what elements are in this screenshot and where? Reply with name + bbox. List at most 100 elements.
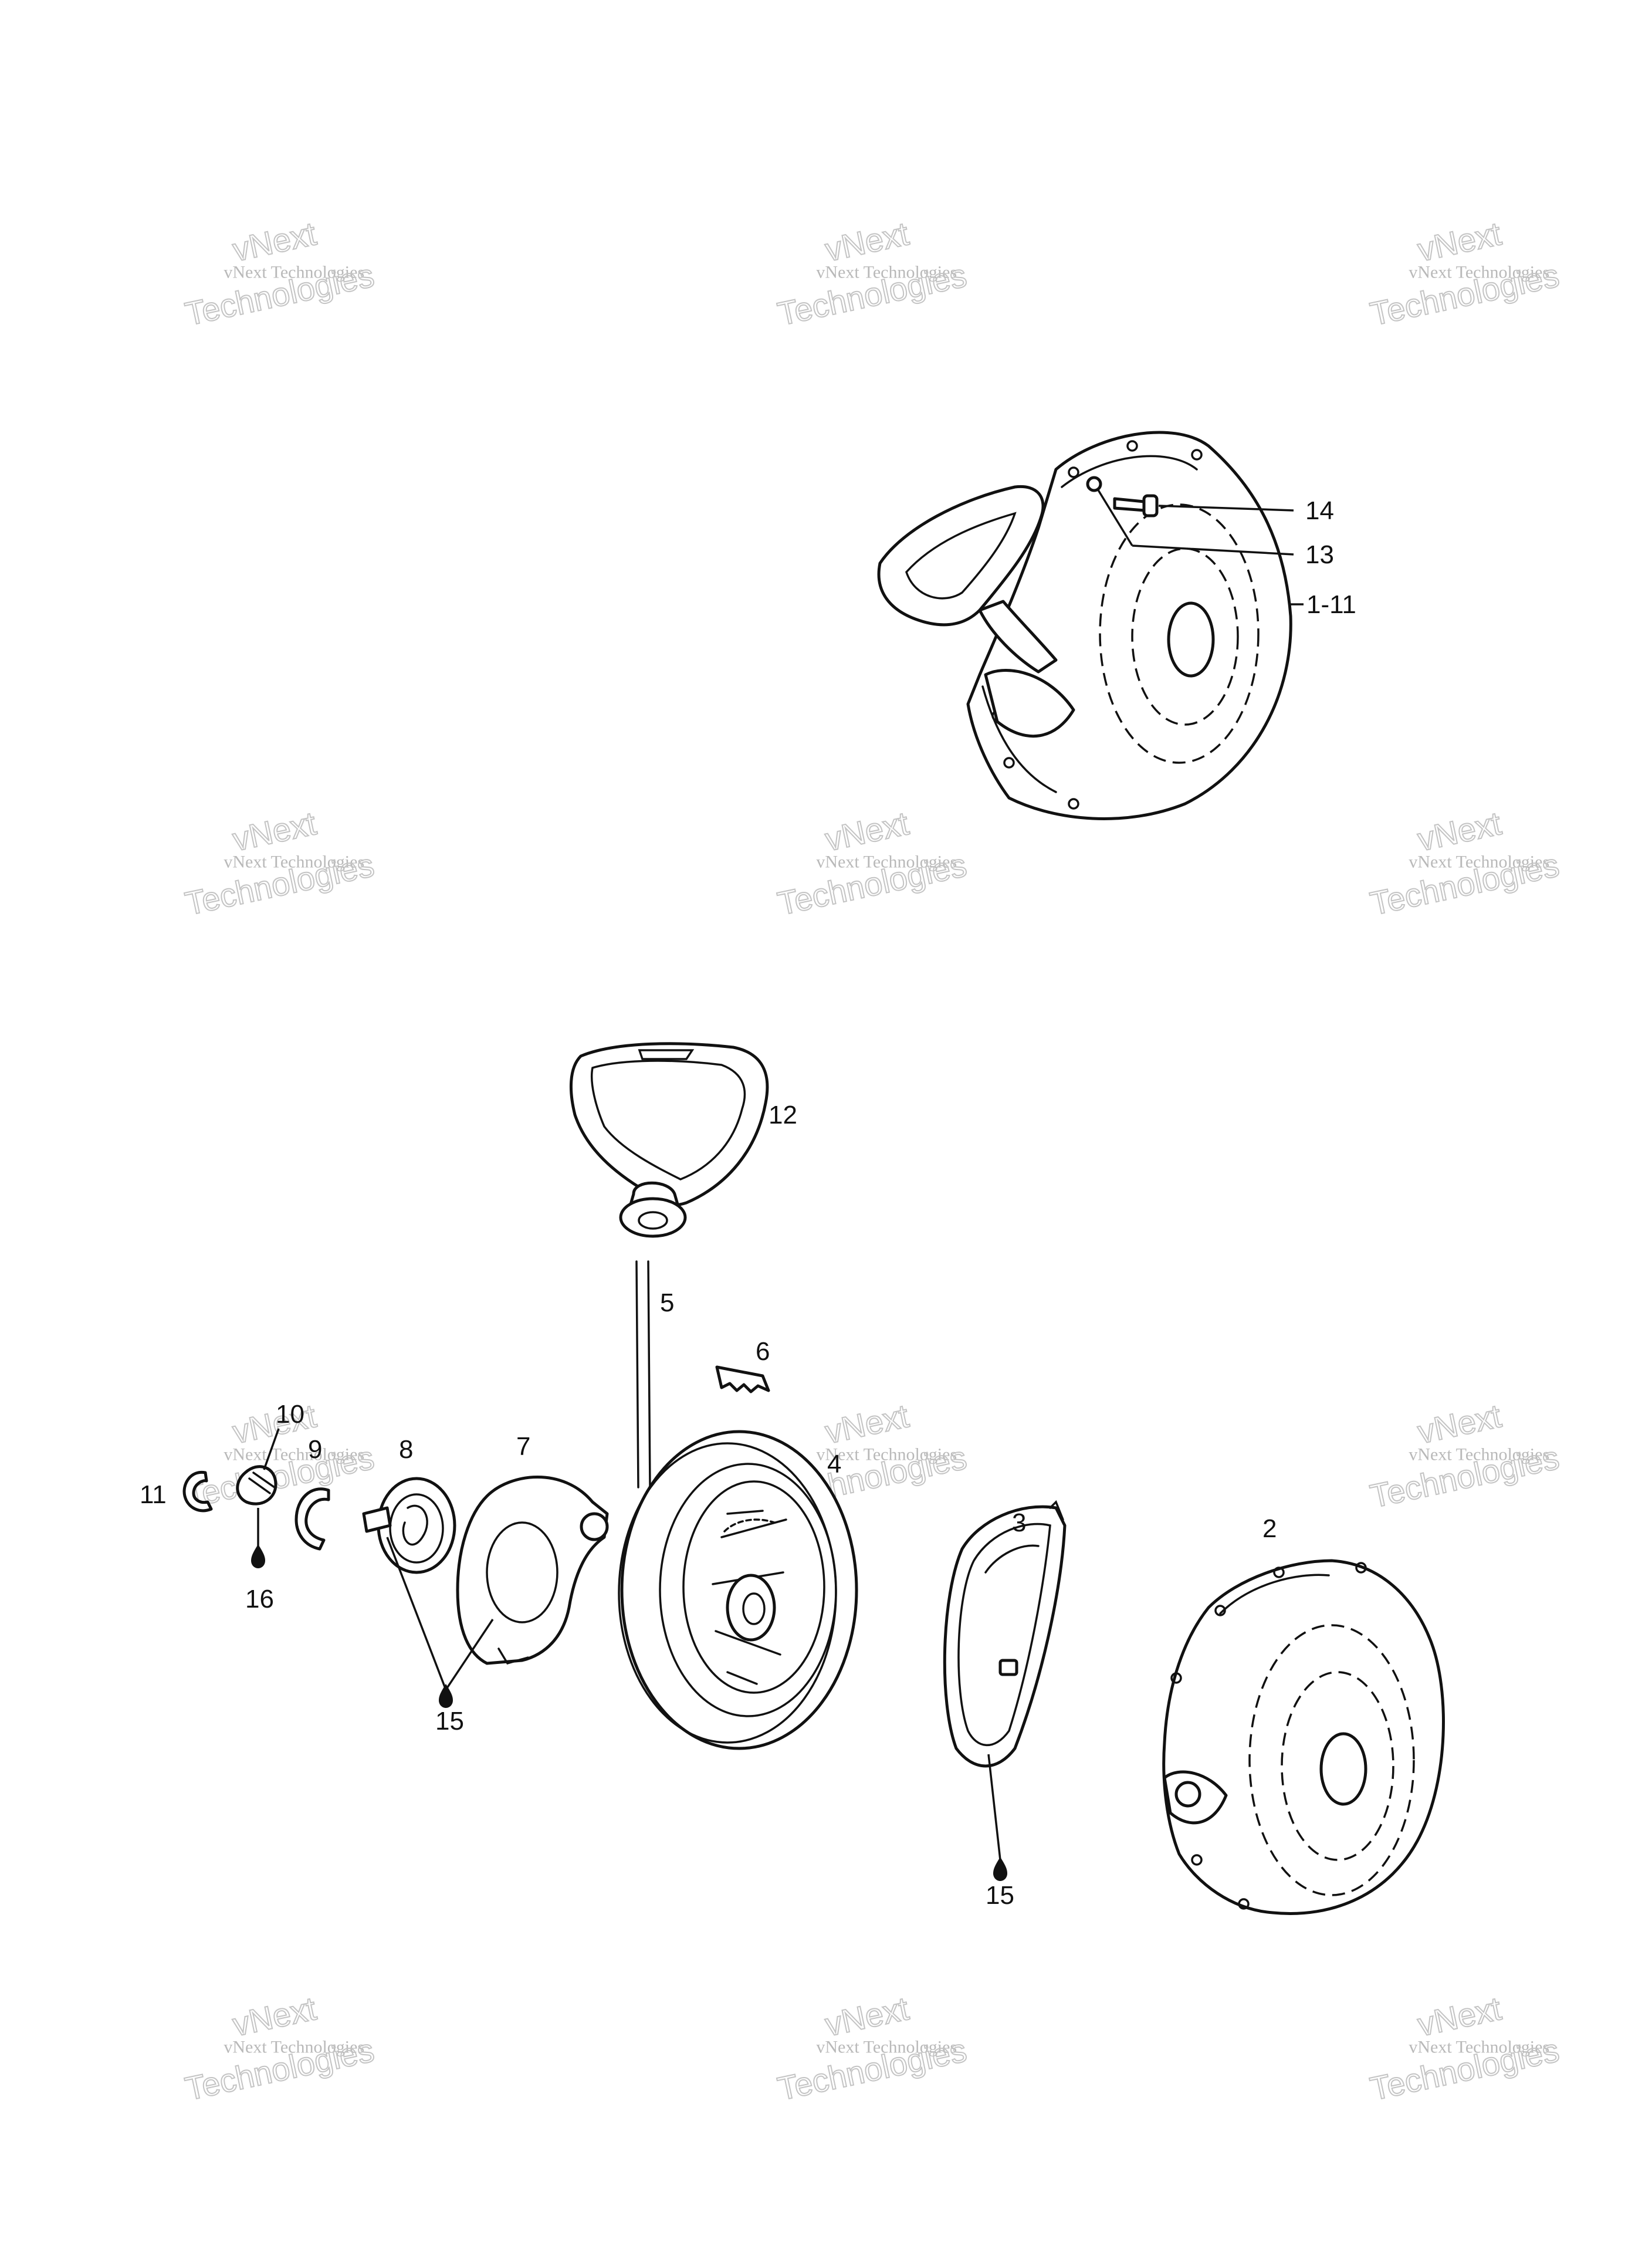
- svg-text:vNext Technologies: vNext Technologies: [816, 2038, 957, 2057]
- housing-ring-inner: [1281, 1671, 1394, 1861]
- rope-guide-boss: [984, 669, 1075, 738]
- svg-text:vNext: vNext: [1414, 1990, 1505, 2043]
- svg-text:vNext Technologies: vNext Technologies: [816, 853, 957, 872]
- part-15b-grease-drop-icon: [993, 1857, 1007, 1881]
- bolt-hole-icon: [1170, 1672, 1182, 1684]
- watermark-bottom-center: vNext vNext Technologies Technologies: [774, 1989, 970, 2108]
- callout-12: 12: [769, 1101, 797, 1129]
- part-11-circlip: [182, 1470, 213, 1513]
- watermark-lower-right: vNext vNext Technologies Technologies: [1366, 1396, 1563, 1515]
- svg-text:vNext Technologies: vNext Technologies: [1409, 1445, 1549, 1464]
- bolt-hole-icon: [1238, 1898, 1250, 1910]
- svg-text:vNext: vNext: [1414, 1397, 1505, 1450]
- part-2-housing: [1162, 1559, 1445, 1915]
- callout-4: 4: [827, 1450, 841, 1479]
- callout-8: 8: [399, 1435, 413, 1464]
- svg-text:vNext Technologies: vNext Technologies: [224, 853, 364, 872]
- part-4-pulley: [618, 1430, 858, 1750]
- assembled-ring-outer: [1099, 503, 1260, 764]
- watermark-top-right: vNext vNext Technologies Technologies: [1366, 214, 1563, 333]
- washer-icon: [1086, 476, 1102, 492]
- watermark-top-left: vNext vNext Technologies Technologies: [181, 214, 378, 333]
- part-5-rope: [635, 1260, 651, 1489]
- svg-text:vNext Technologies: vNext Technologies: [224, 2038, 364, 2057]
- housing-bushing: [1174, 1781, 1201, 1808]
- callout-10: 10: [276, 1400, 304, 1429]
- housing-hub: [1319, 1732, 1367, 1806]
- pulley-hub: [726, 1574, 776, 1642]
- leader-13-b: [1132, 544, 1294, 556]
- part-9-clip: [294, 1487, 330, 1551]
- bolt-hole-icon: [1126, 440, 1138, 452]
- callout-7: 7: [516, 1432, 530, 1461]
- bolt-hole-icon: [1355, 1562, 1367, 1574]
- screw-head: [1142, 494, 1159, 517]
- bolt-hole-icon: [1214, 1605, 1226, 1616]
- svg-text:vNext Technologies: vNext Technologies: [1409, 263, 1549, 282]
- callout-9: 9: [308, 1435, 322, 1464]
- callout-1-11: 1-11: [1306, 590, 1356, 619]
- svg-text:vNext: vNext: [822, 1990, 912, 2043]
- screw-shank: [1113, 497, 1147, 512]
- callout-3: 3: [1012, 1508, 1026, 1537]
- part-3-recoil-spring: [943, 1500, 1067, 1768]
- svg-text:vNext: vNext: [822, 1397, 912, 1450]
- callout-5: 5: [660, 1288, 674, 1317]
- watermark-top-center: vNext vNext Technologies Technologies: [774, 214, 970, 333]
- part-7-guide-plate: [456, 1476, 609, 1665]
- spring-hook: [998, 1659, 1018, 1676]
- svg-text:vNext Technologies: vNext Technologies: [816, 263, 957, 282]
- leader-15a-2: [445, 1619, 494, 1690]
- watermark-middle-left: vNext vNext Technologies Technologies: [181, 804, 378, 923]
- housing-ring-outer: [1248, 1624, 1415, 1896]
- callout-14: 14: [1305, 496, 1334, 525]
- callout-2: 2: [1262, 1514, 1277, 1543]
- assembled-handle-stem: [978, 600, 1058, 674]
- watermark-lower-left: vNext vNext Technologies Technologies: [181, 1396, 378, 1515]
- callout-15-right: 15: [986, 1881, 1014, 1910]
- handle-cap: [619, 1197, 687, 1238]
- svg-text:vNext: vNext: [229, 1990, 320, 2043]
- assembled-hub: [1167, 601, 1215, 678]
- svg-text:vNext: vNext: [822, 215, 912, 268]
- svg-text:vNext Technologies: vNext Technologies: [224, 1445, 364, 1464]
- bolt-hole-icon: [1068, 466, 1079, 478]
- svg-text:vNext: vNext: [229, 804, 320, 858]
- svg-text:vNext: vNext: [1414, 804, 1505, 858]
- svg-text:vNext Technologies: vNext Technologies: [1409, 853, 1549, 872]
- part-12-handle: [570, 1042, 769, 1238]
- callout-15-left: 15: [435, 1707, 464, 1736]
- bolt-hole-icon: [1003, 757, 1015, 769]
- bolt-hole-icon: [1191, 449, 1203, 461]
- guide-boss: [580, 1512, 609, 1541]
- leader-15b: [987, 1754, 1001, 1860]
- spring-tab: [362, 1506, 392, 1533]
- assembled-starter-illustration: [877, 431, 1292, 820]
- bolt-hole-icon: [1273, 1567, 1285, 1578]
- watermark-middle-right: vNext vNext Technologies Technologies: [1366, 804, 1563, 923]
- callout-16: 16: [245, 1585, 274, 1613]
- part-16-grease-drop-icon: [251, 1544, 265, 1568]
- svg-text:vNext Technologies: vNext Technologies: [816, 1445, 957, 1464]
- part-8-friction-spring: [362, 1477, 456, 1574]
- part-6-pawl: [715, 1365, 770, 1393]
- part-10-pawl-spring: [236, 1428, 280, 1506]
- svg-text:vNext Technologies: vNext Technologies: [1409, 2038, 1549, 2057]
- leader-15a-1: [386, 1537, 447, 1690]
- callout-11: 11: [140, 1480, 167, 1509]
- bolt-hole-icon: [1191, 1854, 1203, 1866]
- callout-13: 13: [1305, 540, 1334, 569]
- leader-13-a: [1096, 488, 1133, 546]
- watermark-middle-center: vNext vNext Technologies Technologies: [774, 804, 970, 923]
- part-15-grease-drop-icon: [439, 1684, 453, 1708]
- callout-6: 6: [756, 1337, 770, 1366]
- leader-14: [1158, 505, 1294, 512]
- watermark-line2: vNext Technologies: [224, 263, 364, 282]
- watermark-bottom-right: vNext vNext Technologies Technologies: [1366, 1989, 1563, 2108]
- svg-text:vNext: vNext: [1414, 215, 1505, 268]
- assembled-ring-inner: [1131, 547, 1239, 726]
- watermark-line1: vNext: [229, 215, 320, 268]
- watermark-bottom-left: vNext vNext Technologies Technologies: [181, 1989, 378, 2108]
- bolt-hole-icon: [1068, 798, 1079, 810]
